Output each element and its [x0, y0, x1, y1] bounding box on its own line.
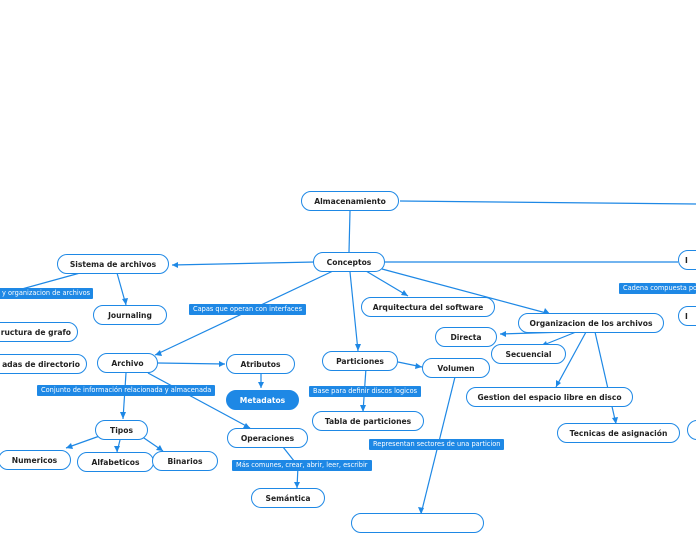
- connector: [157, 362, 226, 365]
- node-gestion-del-espacio-libre[interactable]: Gestion del espacio libre en disco: [466, 387, 633, 407]
- node-volumen[interactable]: Volumen: [422, 358, 490, 378]
- label-capas-interfaces: Capas que operan con interfaces: [189, 304, 306, 315]
- node-tabla-de-particiones[interactable]: Tabla de particiones: [312, 411, 424, 431]
- label-base-discos-logicos: Base para definir discos logicos: [309, 386, 422, 397]
- node-directa[interactable]: Directa: [435, 327, 497, 347]
- arrowhead: [122, 298, 128, 305]
- node-alfabeticos[interactable]: Alfabeticos: [77, 452, 154, 472]
- connector: [171, 261, 316, 266]
- node-right-edge-b[interactable]: I: [678, 306, 696, 326]
- connector: [555, 331, 587, 388]
- arrowhead: [219, 361, 225, 367]
- arrowhead: [612, 417, 618, 424]
- node-tipos[interactable]: Tipos: [95, 420, 148, 440]
- arrowhead: [294, 482, 300, 488]
- node-atributos[interactable]: Atributos: [226, 354, 295, 374]
- arrowhead: [120, 412, 126, 419]
- node-estructura-de-grafo[interactable]: ructura de grafo: [0, 322, 78, 342]
- node-right-edge-a[interactable]: I: [678, 250, 696, 270]
- connector: [594, 331, 617, 425]
- arrowhead: [418, 507, 424, 514]
- connector: [349, 271, 359, 352]
- arrowhead: [401, 290, 408, 296]
- node-numericos[interactable]: Numericos: [0, 450, 71, 470]
- node-entradas-de-directorio[interactable]: adas de directorio: [0, 354, 87, 374]
- arrowhead: [258, 382, 264, 388]
- arrowhead: [66, 443, 73, 449]
- arrowhead: [156, 445, 163, 451]
- arrowhead: [155, 350, 162, 356]
- node-secuencial[interactable]: Secuencial: [491, 344, 566, 364]
- arrowhead: [500, 331, 506, 337]
- node-binarios[interactable]: Binarios: [152, 451, 218, 471]
- arrowhead: [360, 405, 366, 412]
- node-tecnicas-de-asignacion[interactable]: Tecnicas de asignación: [557, 423, 680, 443]
- connector: [147, 372, 251, 429]
- arrowhead: [556, 380, 561, 387]
- arrowhead: [543, 308, 550, 314]
- connector: [399, 200, 696, 205]
- connector: [122, 372, 127, 420]
- node-operaciones[interactable]: Operaciones: [227, 428, 308, 448]
- arrowhead: [172, 262, 178, 268]
- node-bottom-truncated[interactable]: [351, 513, 484, 533]
- connector: [381, 268, 551, 315]
- node-sistema-de-archivos[interactable]: Sistema de archivos: [57, 254, 169, 274]
- label-organizacion-de-archivos: y organizacion de archivos: [0, 288, 93, 299]
- node-semantica[interactable]: Semántica: [251, 488, 325, 508]
- label-cadena-compuesta: Cadena compuesta po: [619, 283, 696, 294]
- node-archivo[interactable]: Archivo: [97, 353, 158, 373]
- node-journaling[interactable]: Journaling: [93, 305, 167, 325]
- node-metadatos[interactable]: Metadatos: [226, 390, 299, 410]
- arrowhead: [355, 344, 361, 351]
- node-almacenamiento[interactable]: Almacenamiento: [301, 191, 399, 211]
- label-sectores-particion: Representan sectores de una particion: [369, 439, 505, 450]
- arrowhead: [114, 446, 120, 452]
- node-particiones[interactable]: Particiones: [322, 351, 398, 371]
- node-conceptos[interactable]: Conceptos: [313, 252, 385, 272]
- label-mas-comunes: Más comunes, crear, abrir, leer, escribi…: [232, 460, 372, 471]
- arrowhead: [415, 363, 422, 369]
- node-organizacion-de-los-archivos[interactable]: Organizacion de los archivos: [518, 313, 664, 333]
- connector: [348, 210, 351, 253]
- arrowhead: [243, 423, 250, 428]
- label-conjunto-de-informacion: Conjunto de información relacionada y al…: [37, 385, 216, 396]
- connector: [365, 270, 409, 297]
- node-arquitectura-del-software[interactable]: Arquitectura del software: [361, 297, 495, 317]
